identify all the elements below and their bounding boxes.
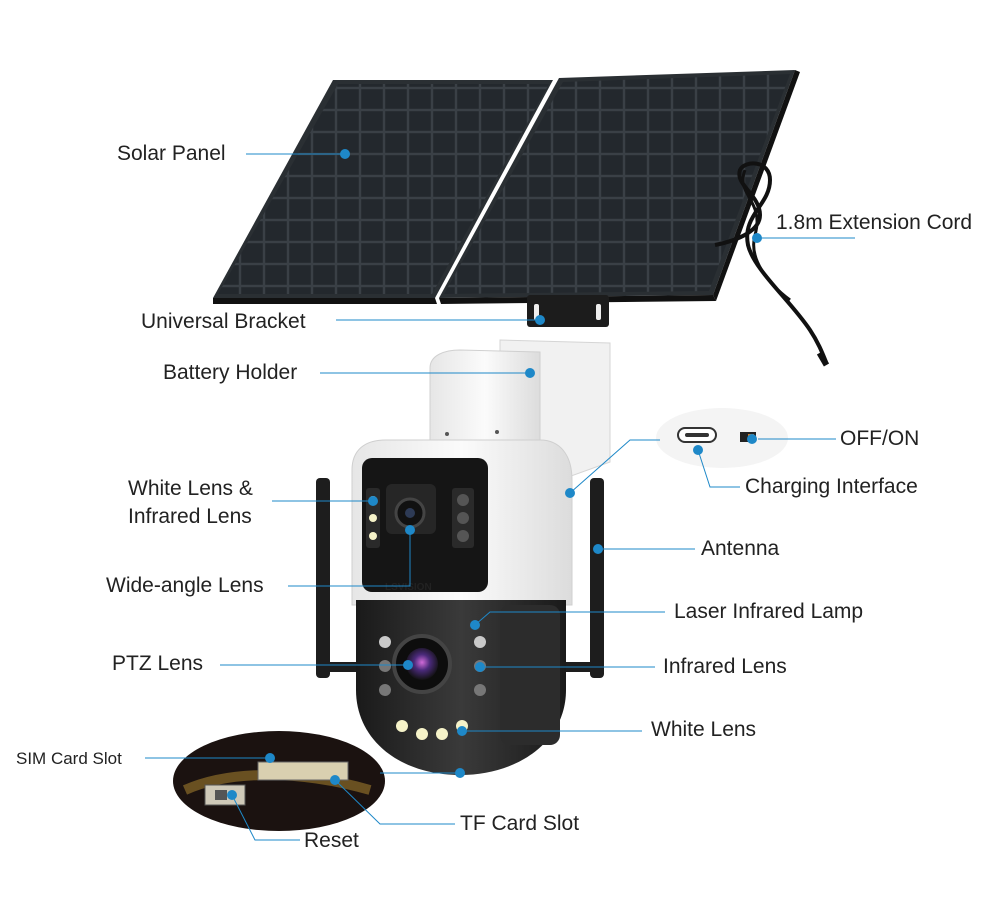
brand-logo: LSVISION (385, 582, 432, 593)
extension-cord-illustration (714, 161, 828, 363)
label-laser-infrared-lamp: Laser Infrared Lamp (674, 600, 864, 623)
card-slot-inset (173, 731, 385, 831)
leader-lines (145, 153, 855, 841)
callout-dots (227, 149, 762, 800)
label-wide-angle-lens: Wide-angle Lens (106, 574, 264, 597)
label-antenna: Antenna (701, 537, 780, 560)
label-ptz-lens: PTZ Lens (112, 652, 204, 675)
solar-panel-illustration (213, 70, 800, 304)
universal-bracket-illustration (527, 295, 609, 327)
label-extension-cord: 1.8m Extension Cord (776, 211, 973, 234)
label-charging-interface: Charging Interface (745, 475, 918, 498)
label-universal-bracket: Universal Bracket (141, 310, 306, 333)
label-battery-holder: Battery Holder (163, 361, 298, 384)
label-white-lens: White Lens (651, 718, 757, 741)
label-solar-panel: Solar Panel (117, 142, 226, 165)
label-infrared-lens: Infrared Lens (663, 655, 787, 678)
label-sim-card-slot: SIM Card Slot (16, 749, 122, 768)
ptz-dome-illustration (356, 600, 566, 775)
label-tf-card-slot: TF Card Slot (460, 812, 580, 835)
label-white-infrared-lens-line1: White Lens & (128, 477, 253, 500)
camera-body-illustration: LSVISION (351, 439, 573, 606)
label-white-infrared-lens-line2: Infrared Lens (128, 505, 252, 528)
label-off-on: OFF/ON (840, 427, 920, 450)
charging-interface-inset (656, 408, 788, 468)
label-reset: Reset (304, 829, 359, 852)
